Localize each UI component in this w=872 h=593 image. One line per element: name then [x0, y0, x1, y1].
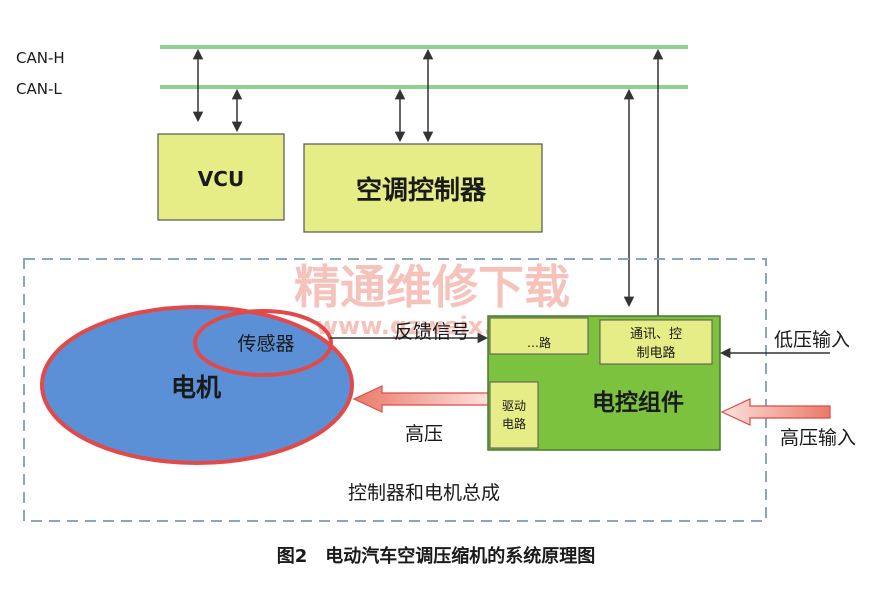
watermark-cn: 精通维修下载: [294, 260, 570, 314]
high-voltage-input-arrow: [720, 398, 831, 426]
figure-caption: 图2 电动汽车空调压缩机的系统原理图: [277, 545, 596, 567]
sensor-ellipse: [193, 309, 333, 377]
sensor-label: 传感器: [237, 333, 294, 355]
vcu-block: [157, 133, 285, 221]
assembly-border: [23, 258, 767, 522]
high-voltage-arrow: [352, 385, 491, 413]
drive-circuit-block: [489, 381, 539, 449]
assembly-label: 控制器和电机总成: [348, 482, 500, 504]
ac-controller-block: [303, 143, 543, 233]
drive-circuit-line2: 电路: [502, 416, 526, 431]
motor-label: 电机: [171, 373, 221, 402]
drive-circuit-line1: 驱动: [502, 399, 526, 413]
ecu-sub-a-block: [489, 317, 589, 355]
ecu-label: 电控组件: [592, 389, 684, 416]
ac-controller-label: 空调控制器: [356, 175, 487, 206]
ecu-sub-a-label: …路: [527, 335, 551, 350]
high-voltage-input-label: 高压输入: [780, 427, 856, 449]
vcu-label: VCU: [198, 167, 244, 191]
feedback-label: 反馈信号: [394, 321, 470, 343]
high-voltage-label: 高压: [405, 423, 443, 445]
can-l-label: CAN-L: [16, 80, 62, 98]
comm-circuit-line1: 通讯、控: [630, 327, 682, 342]
low-voltage-input-label: 低压输入: [774, 329, 850, 351]
comm-circuit-line2: 制电路: [636, 345, 675, 361]
comm-circuit-block: [599, 319, 713, 365]
motor-ellipse: [40, 305, 354, 465]
can-h-label: CAN-H: [16, 49, 65, 67]
